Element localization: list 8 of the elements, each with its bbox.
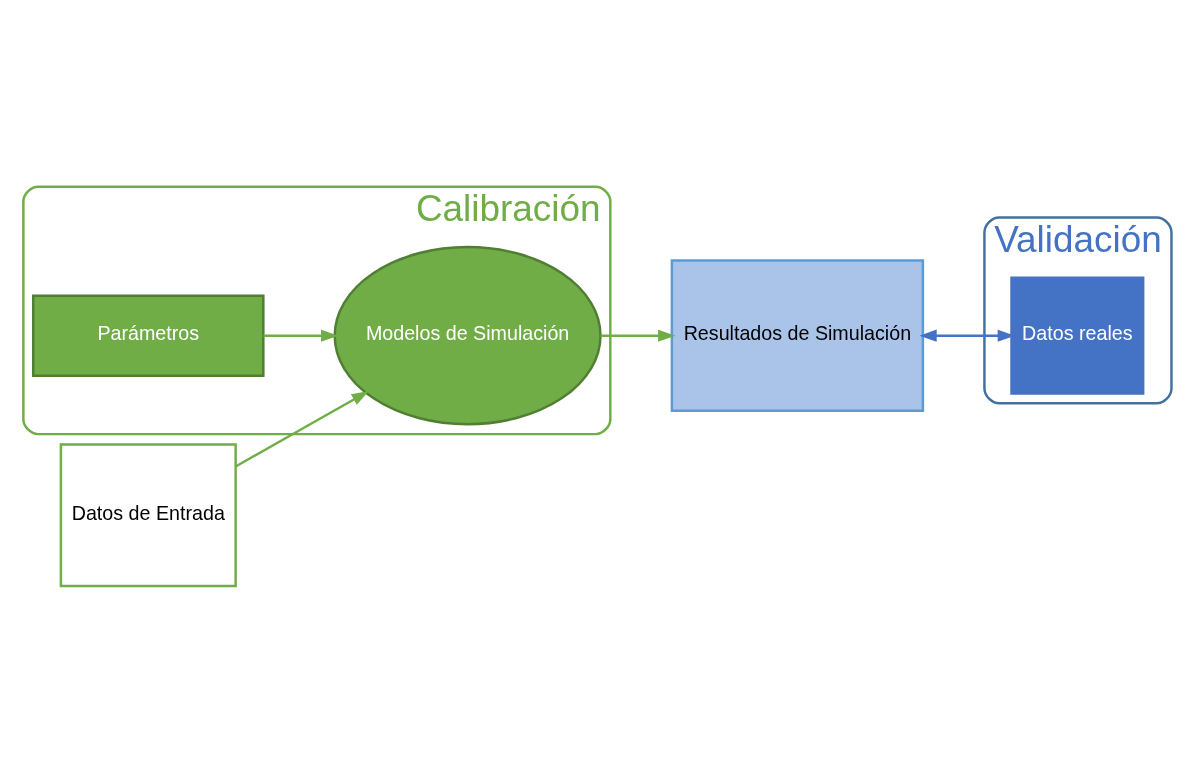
arrow [235, 390, 369, 468]
node-box: Parámetros [32, 293, 265, 377]
arrow [263, 329, 339, 342]
node-ellipse: Modelos de Simulación [333, 245, 602, 425]
node-box: Datos de Entrada [59, 442, 237, 587]
node-box: Datos reales [1010, 276, 1145, 395]
node-box: Resultados de Simulación [670, 258, 925, 412]
arrow [600, 329, 676, 342]
